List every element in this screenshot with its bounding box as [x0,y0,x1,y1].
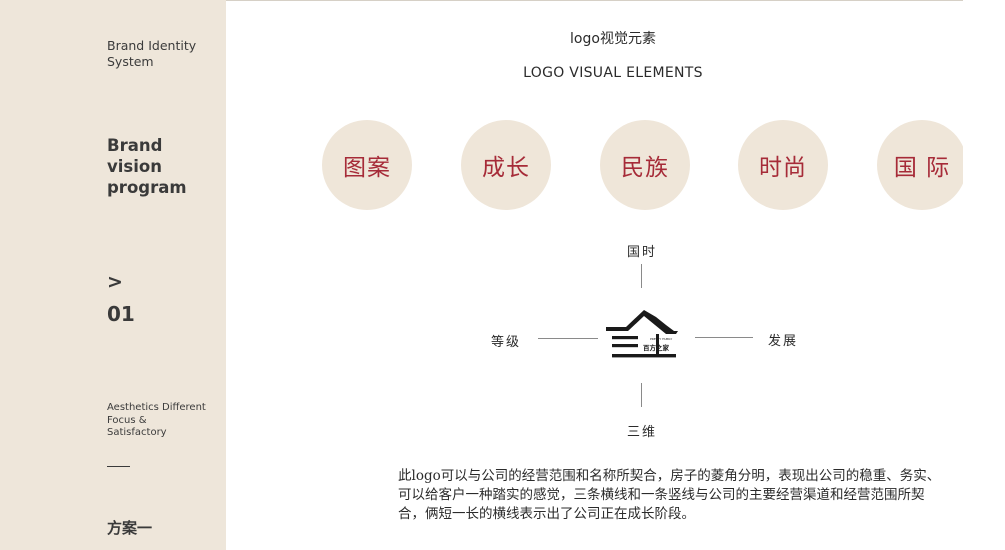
connector-bottom [641,383,642,407]
element-label: 成长 [482,155,530,181]
page-right-margin [963,0,1005,550]
sidebar: Brand Identity System Brand vision progr… [0,0,226,550]
plan-label: 方案一 [107,519,153,537]
connector-right [695,337,753,338]
section-number: 01 [107,302,135,326]
element-label: 时尚 [759,155,807,181]
diagram-label-top: 国时 [627,245,658,260]
logo-description: 此logo可以与公司的经营范围和名称所契合，房子的菱角分明，表现出公司的稳重、务… [398,468,941,522]
logo-name: 百方之家 [643,343,670,352]
brand-vision-program-title: Brand vision program [107,136,187,197]
sidebar-divider [107,466,130,467]
page-title-cn: logo视觉元素 [570,31,656,47]
element-label: 图案 [343,155,391,181]
element-label: 民族 [621,155,669,181]
connector-left [538,338,598,339]
element-circle-growth: 成长 [461,120,551,210]
house-logo-icon: PRETTY FAMILY 百方之家 [606,310,678,358]
element-circle-pattern: 图案 [322,120,412,210]
brand-identity-system-label: Brand Identity System [107,38,197,69]
diagram-label-right: 发展 [768,334,799,349]
page-title-en: LOGO VISUAL ELEMENTS [523,65,703,81]
tagline: Aesthetics Different Focus & Satisfactor… [107,402,206,438]
element-circle-international: 国 际 [877,120,967,210]
diagram-label-left: 等级 [491,335,522,350]
top-divider [226,0,964,1]
arrow-marker: > [107,271,123,293]
diagram-label-bottom: 三维 [627,425,658,440]
element-circle-fashion: 时尚 [738,120,828,210]
element-label: 国 际 [893,155,951,181]
connector-top [641,264,642,288]
logo-small-text: PRETTY FAMILY [650,337,672,341]
element-circle-ethnic: 民族 [600,120,690,210]
